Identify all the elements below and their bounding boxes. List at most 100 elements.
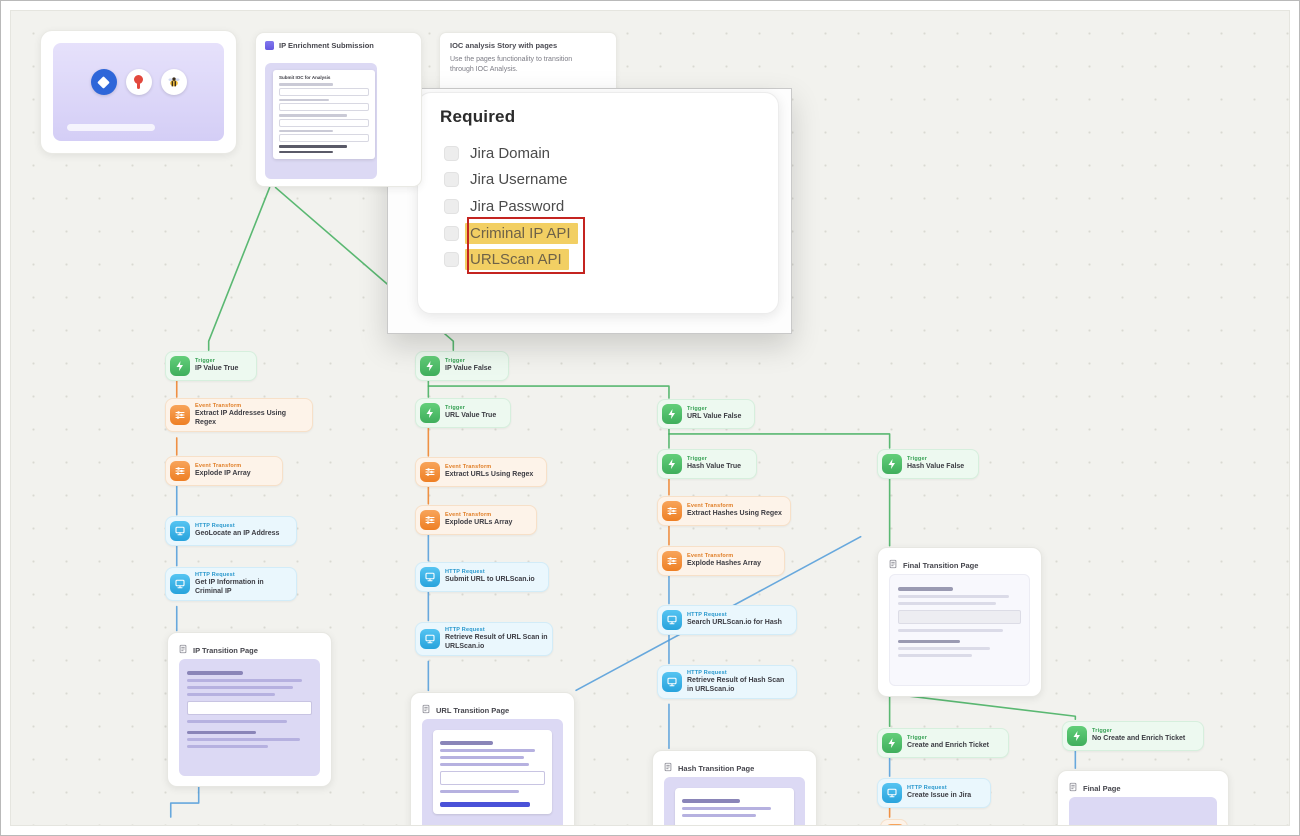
node-kind-label: Event Transform bbox=[195, 403, 242, 409]
node-kind-label: HTTP Request bbox=[907, 785, 947, 792]
preview-line bbox=[440, 748, 535, 752]
checkbox[interactable] bbox=[444, 198, 459, 214]
page-preview bbox=[664, 777, 805, 825]
page-hash-transition-page[interactable]: Hash Transition Page bbox=[652, 750, 817, 825]
node-kind-label: Trigger bbox=[195, 358, 216, 365]
bee-icon bbox=[160, 69, 187, 95]
checkbox[interactable] bbox=[444, 145, 459, 161]
page-final-transition-page[interactable]: Final Transition Page bbox=[877, 547, 1042, 697]
page-preview bbox=[422, 719, 563, 825]
node-title: Hash Value True bbox=[687, 463, 742, 471]
node-title: Retrieve Result of URL Scan in URLScan.i… bbox=[445, 634, 548, 651]
monitor-icon bbox=[882, 783, 902, 803]
preview-line bbox=[682, 799, 740, 803]
transform-sliders-icon bbox=[885, 824, 905, 825]
story-canvas[interactable]: IP Enrichment Submission Submit IOC for … bbox=[10, 10, 1290, 826]
page-final-page[interactable]: Final Page bbox=[1057, 770, 1229, 825]
page-icon bbox=[421, 701, 431, 719]
page-url-transition-page[interactable]: URL Transition Page bbox=[410, 692, 575, 825]
preview-line bbox=[187, 738, 300, 741]
node-title: Extract URLs Using Regex bbox=[445, 471, 534, 479]
connector-lines bbox=[169, 186, 1077, 818]
connector[interactable] bbox=[668, 433, 891, 449]
node-kind-label: Event Transform bbox=[687, 503, 734, 510]
transform-sliders-icon bbox=[170, 461, 190, 481]
lightning-bolt-icon bbox=[420, 356, 440, 376]
required-title: Required bbox=[440, 107, 516, 126]
node-title: Extract Hashes Using Regex bbox=[687, 510, 782, 518]
preview-line bbox=[898, 654, 972, 657]
connector[interactable] bbox=[207, 186, 271, 351]
preview-input bbox=[440, 770, 545, 785]
connector[interactable] bbox=[274, 186, 455, 351]
required-item: Criminal IP API bbox=[444, 222, 578, 244]
story-thumbnail-card[interactable] bbox=[40, 30, 237, 154]
note-title: IOC analysis Story with pages bbox=[450, 41, 558, 50]
preview-line bbox=[682, 813, 756, 817]
preview-line bbox=[898, 639, 960, 643]
node-title: Explode URLs Array bbox=[445, 519, 513, 527]
node-kind-label: Trigger bbox=[445, 405, 466, 412]
node-partial-bottom[interactable] bbox=[880, 819, 908, 825]
node-title: URL Value True bbox=[445, 412, 497, 420]
node-title: Explode IP Array bbox=[195, 470, 251, 478]
form-preview: Submit IOC for Analysis bbox=[265, 63, 377, 179]
story-note[interactable]: IOC analysis Story with pages Use the pa… bbox=[439, 32, 617, 96]
checkbox[interactable] bbox=[444, 172, 459, 188]
node-title: Explode Hashes Array bbox=[687, 560, 762, 568]
preview-input bbox=[187, 700, 312, 715]
required-item-label: Jira Username bbox=[470, 171, 568, 189]
checkbox[interactable] bbox=[444, 252, 459, 268]
connector[interactable] bbox=[427, 385, 670, 399]
page-title: Final Page bbox=[1083, 783, 1121, 793]
preview-line bbox=[279, 150, 333, 153]
monitor-icon bbox=[662, 610, 682, 630]
page-title: URL Transition Page bbox=[436, 705, 510, 715]
submission-page-card[interactable]: IP Enrichment Submission Submit IOC for … bbox=[255, 32, 422, 187]
required-item: Jira Password bbox=[444, 197, 564, 215]
node-kind-label: Event Transform bbox=[445, 464, 492, 471]
page-title: IP Transition Page bbox=[193, 645, 258, 655]
connector[interactable] bbox=[901, 694, 1077, 721]
node-title: IP Value False bbox=[445, 365, 492, 373]
preview-line bbox=[187, 678, 302, 682]
lightning-bolt-icon bbox=[662, 454, 682, 474]
preview-line bbox=[898, 594, 1009, 598]
transform-sliders-icon bbox=[420, 510, 440, 530]
connector[interactable] bbox=[169, 784, 200, 818]
form-icon bbox=[265, 41, 274, 50]
page-title: Final Transition Page bbox=[903, 560, 979, 570]
preview-input bbox=[279, 87, 369, 96]
node-kind-label: Event Transform bbox=[445, 512, 492, 519]
page-ip-transition-page[interactable]: IP Transition Page bbox=[167, 632, 332, 787]
page-icon bbox=[663, 759, 673, 777]
preview-line bbox=[187, 692, 275, 696]
monitor-icon bbox=[170, 574, 190, 595]
node-kind-label: HTTP Request bbox=[195, 523, 235, 530]
checkbox[interactable] bbox=[444, 225, 459, 241]
